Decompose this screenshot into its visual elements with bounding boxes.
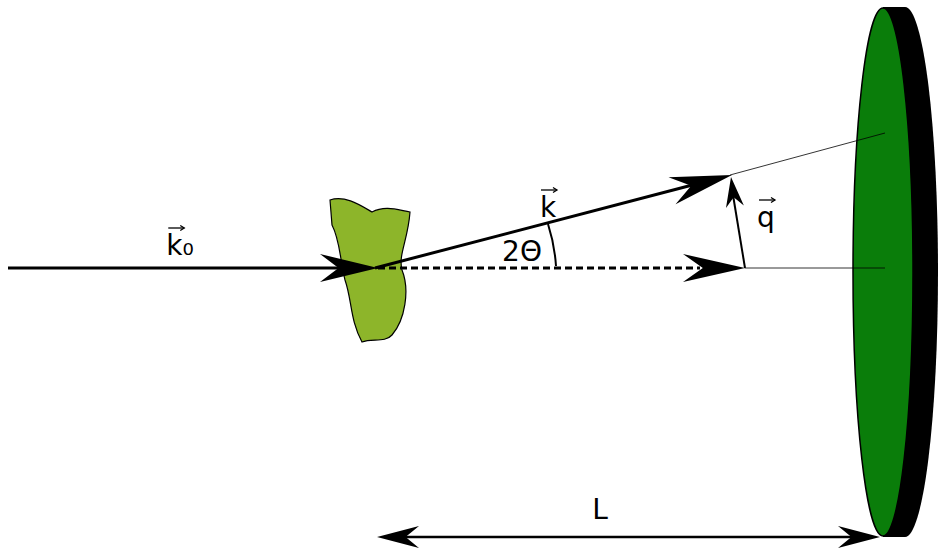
vector-label: k bbox=[540, 194, 556, 222]
vector-mark bbox=[541, 189, 557, 190]
vector-mark bbox=[168, 227, 184, 228]
guide-line bbox=[730, 133, 885, 175]
angle-arc bbox=[548, 224, 556, 266]
arrowhead bbox=[377, 526, 419, 548]
vector-mark bbox=[759, 199, 775, 200]
angle-label: 2Θ bbox=[500, 238, 544, 266]
incident-beam bbox=[8, 267, 340, 270]
detector-face bbox=[853, 8, 913, 536]
dimension-line bbox=[395, 536, 860, 539]
arrowhead bbox=[668, 175, 732, 204]
vector-mark bbox=[553, 188, 557, 193]
vector-label: q bbox=[757, 204, 775, 232]
arrowhead bbox=[838, 526, 880, 548]
guide-line bbox=[745, 268, 885, 269]
arrowheads bbox=[168, 175, 880, 548]
vector-mark bbox=[771, 198, 775, 203]
q-vector bbox=[733, 195, 745, 268]
scattered-beam bbox=[375, 183, 700, 268]
arrowhead bbox=[320, 254, 378, 282]
dimension-label: L bbox=[592, 496, 608, 524]
arrowhead bbox=[683, 254, 745, 282]
forward-beam bbox=[378, 267, 700, 270]
arrowhead bbox=[726, 177, 744, 208]
vector-mark bbox=[180, 226, 184, 231]
vector-label: k₀ bbox=[166, 232, 193, 260]
